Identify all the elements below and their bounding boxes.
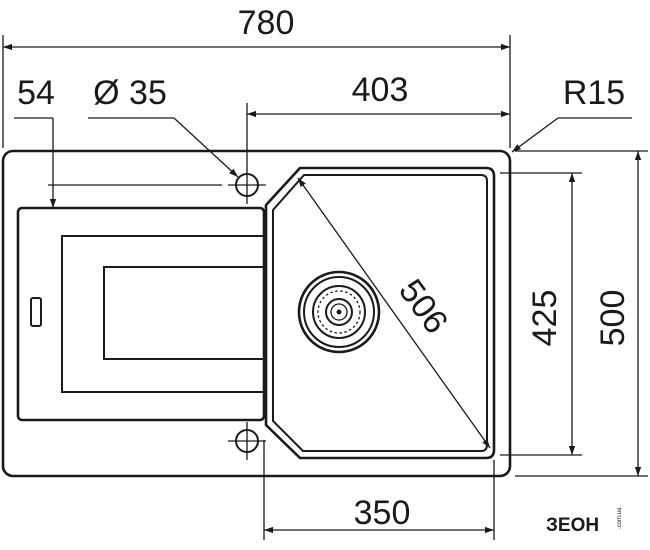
logo-subtext: .com.ua bbox=[617, 507, 623, 529]
leader-r15-diagonal bbox=[511, 117, 559, 153]
dim-line-506 bbox=[297, 177, 491, 449]
brand-logo: ЗЕОН .com.ua bbox=[546, 507, 623, 536]
drainboard-outer bbox=[16, 206, 266, 422]
drainboard-middle bbox=[61, 235, 265, 393]
dim-label-54: 54 bbox=[17, 74, 55, 112]
tap-hole-top bbox=[228, 166, 266, 204]
dim-label-500: 500 bbox=[594, 290, 632, 347]
tap-hole-bottom bbox=[228, 422, 266, 460]
dim-label-425: 425 bbox=[526, 290, 564, 347]
overflow-slot bbox=[30, 297, 42, 327]
dim-label-350: 350 bbox=[354, 494, 411, 532]
dim-label-r15: R15 bbox=[563, 74, 625, 112]
dim-label-dia35: Ø 35 bbox=[93, 74, 167, 112]
leader-dia35-diagonal bbox=[173, 117, 239, 178]
dim-label-506: 506 bbox=[391, 272, 455, 340]
sink-outline bbox=[1, 149, 512, 478]
bowl-outline bbox=[264, 166, 496, 460]
drainboard-inner bbox=[103, 266, 265, 360]
dim-label-403: 403 bbox=[352, 71, 409, 109]
dim-label-780: 780 bbox=[238, 4, 295, 42]
logo-text: ЗЕОН bbox=[546, 515, 599, 536]
drain-strainer bbox=[297, 270, 381, 354]
